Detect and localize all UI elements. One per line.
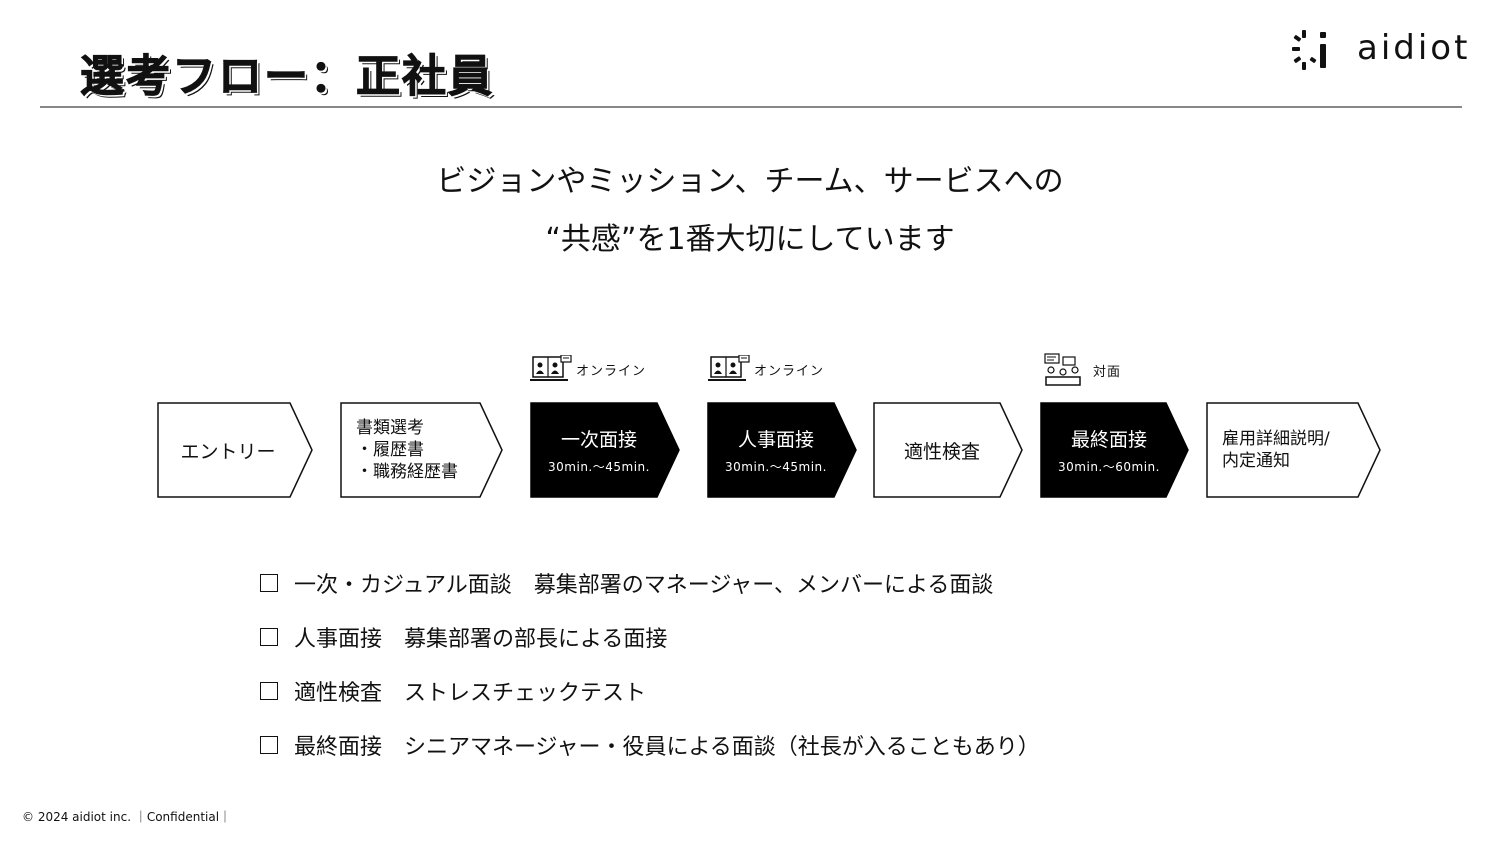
step-final-interview: 最終面接 30min.〜60min. [1041,403,1177,497]
list-item-text: 一次・カジュアル面談 募集部署のマネージャー、メンバーによる面談 [294,573,994,598]
step-label-2: 内定通知 [1222,451,1290,471]
step-duration: 30min.〜45min. [725,460,827,474]
step-shape-offer [1206,402,1381,498]
step-label: 一次面接 [560,429,637,451]
step-item: ・履歴書 [356,440,424,460]
step-label: 人事面接 [737,429,814,451]
logo-text: aidiot [1357,28,1471,68]
page-title: 選考フロー：正社員 [80,51,494,103]
step-first-interview: 一次面接 30min.〜45min. [531,403,667,497]
step-label: 適性検査 [903,440,980,463]
step-details-list: 一次・カジュアル面談 募集部署のマネージャー、メンバーによる面談 人事面接 募集… [260,556,1040,772]
step-label: エントリー [180,440,276,463]
step-shape-entry [157,402,313,498]
list-item: 最終面接 シニアマネージャー・役員による面談（社長が入ることもあり） [260,718,1040,772]
step-duration: 30min.〜60min. [1058,460,1160,474]
step-shape-first-interview [530,402,680,498]
step-tag-online-1: オンライン [530,355,646,383]
step-hr-interview: 人事面接 30min.〜45min. [708,403,844,497]
step-entry: エントリー [158,403,298,497]
checkbox-icon [260,574,278,592]
list-item-text: 人事面接 募集部署の部長による面接 [294,627,668,652]
list-item: 適性検査 ストレスチェックテスト [260,664,1040,718]
header-divider [40,106,1462,108]
step-label: 最終面接 [1070,429,1147,451]
step-offer: 雇用詳細説明/ 内定通知 [1222,403,1372,497]
step-shape-hr-interview [707,402,857,498]
step-shape-document-screening [340,402,503,498]
tag-label: 対面 [1093,364,1122,380]
step-label: 雇用詳細説明/ [1222,429,1330,449]
video-call-icon [530,355,572,381]
list-item-text: 適性検査 ストレスチェックテスト [294,681,647,706]
tagline-line2: “共感”を1番大切にしています [545,222,955,257]
step-shape-aptitude-test [873,402,1023,498]
step-label: 書類選考 [356,418,424,438]
step-tag-online-2: オンライン [708,355,824,383]
aidiot-logo-icon [1292,30,1326,70]
step-item: ・職務経歴書 [356,462,458,482]
checkbox-icon [260,628,278,646]
footer-copyright: © 2024 aidiot inc. ｜Confidential｜ [22,810,232,824]
step-duration: 30min.〜45min. [548,460,650,474]
tag-label: オンライン [754,363,825,379]
step-aptitude-test: 適性検査 [874,403,1010,497]
video-call-icon [708,355,750,381]
step-tag-in-person: 対面 [1043,353,1121,387]
step-shape-final-interview [1040,402,1189,498]
step-document-screening: 書類選考 ・履歴書 ・職務経歴書 [356,403,486,497]
checkbox-icon [260,682,278,700]
list-item: 一次・カジュアル面談 募集部署のマネージャー、メンバーによる面談 [260,556,1040,610]
checkbox-icon [260,736,278,754]
tag-label: オンライン [576,363,647,379]
meeting-icon [1044,353,1081,386]
list-item: 人事面接 募集部署の部長による面接 [260,610,1040,664]
list-item-text: 最終面接 シニアマネージャー・役員による面談（社長が入ることもあり） [294,735,1040,760]
tagline-line1: ビジョンやミッション、チーム、サービスへの [436,164,1064,199]
